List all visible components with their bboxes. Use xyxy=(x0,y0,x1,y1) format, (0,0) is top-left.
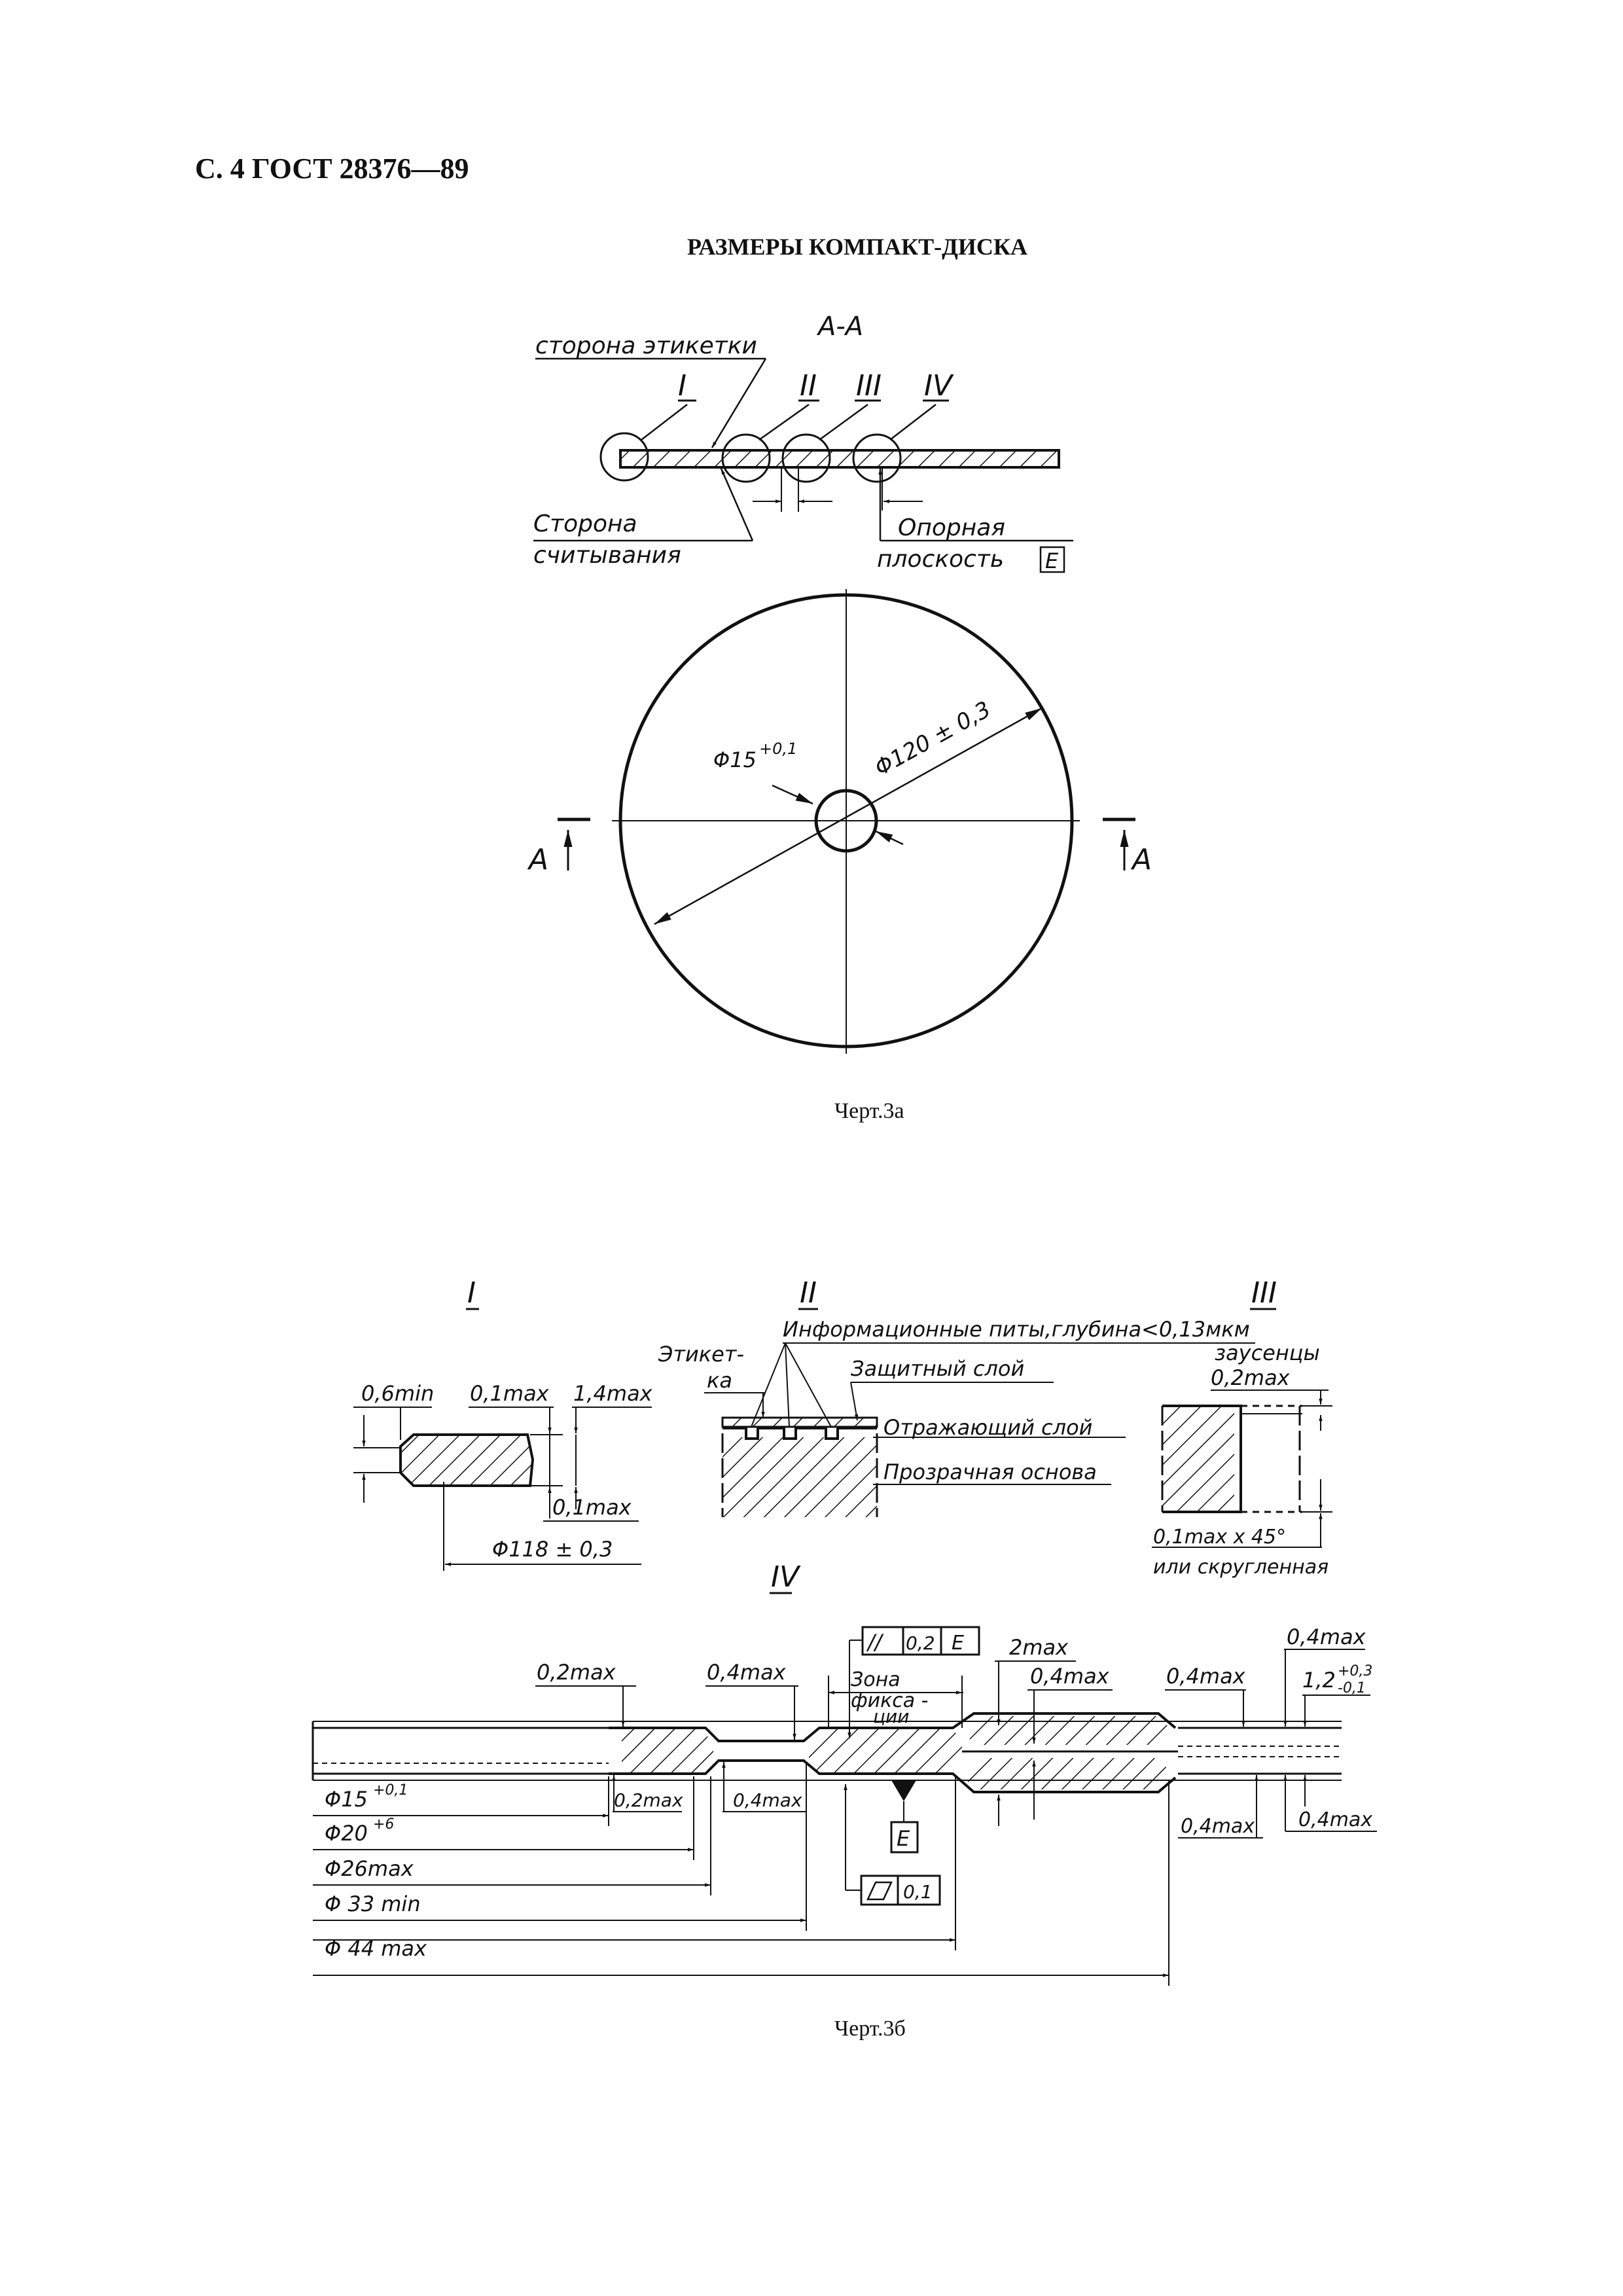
dim-phi26: Φ26max xyxy=(325,1856,414,1881)
read-side-text-2: считывания xyxy=(533,542,681,569)
ref-plane-text-2: плоскость xyxy=(877,546,1004,573)
detail-mark-iii: III xyxy=(856,369,882,403)
hub-profile-upper xyxy=(609,1712,1177,1742)
detail-circle-ii xyxy=(721,433,771,483)
parallel-datum: E xyxy=(952,1632,964,1655)
detail-iii-rounded-text: или скругленная xyxy=(1153,1556,1329,1579)
caption-fig3a: Черт.3а xyxy=(834,1099,904,1123)
detail-circle-iv xyxy=(852,433,902,483)
dim-hole-tol: +0,1 xyxy=(759,740,797,758)
detail-i-mark: I xyxy=(467,1276,476,1310)
label-side-text: сторона этикетки xyxy=(535,332,757,359)
dim-1-2: 1,2 xyxy=(1302,1668,1336,1693)
dim-phi20-tol: +6 xyxy=(373,1816,394,1833)
detail-ii-pits-text: Информационные питы,глубина<0,13мкм xyxy=(783,1317,1250,1342)
detail-iv: IV // 0,2 E Зона фикса - ции 2max xyxy=(312,1560,1377,1986)
section-view-a-a: А-А I II III IV ст xyxy=(533,312,1073,573)
detail-ii-mark: II xyxy=(800,1276,817,1310)
parallel-symbol: // xyxy=(866,1630,884,1655)
flatness-tolerance: 0,1 xyxy=(903,1881,933,1903)
hub-hatch-2 xyxy=(809,1729,962,1772)
detail-circle-iii xyxy=(781,433,831,483)
detail-i-dim-1-4max: 1,4max xyxy=(573,1381,653,1406)
dim-phi15: Φ15 xyxy=(325,1787,368,1812)
detail-ii-pit-surface xyxy=(722,1427,877,1440)
datum-e-text: E xyxy=(1045,548,1059,573)
section-mark-right: А xyxy=(1130,843,1152,876)
dim-0-4max-top-right: 0,4max xyxy=(1287,1624,1366,1649)
detail-mark-i: I xyxy=(678,369,687,403)
dim-hole-diameter: Φ15 xyxy=(713,747,757,772)
dim-0-2max-bottom: 0,2max xyxy=(614,1789,683,1811)
page-title: РАЗМЕРЫ КОМПАКТ-ДИСКА xyxy=(687,234,1027,260)
page-reference: С. 4 ГОСТ 28376—89 xyxy=(195,152,469,185)
detail-ii-label-text-1: Этикет- xyxy=(658,1342,744,1367)
zone-text-3: ции xyxy=(873,1706,909,1727)
dim-phi44: Φ 44 max xyxy=(325,1936,427,1961)
hub-hatch-1 xyxy=(622,1729,713,1772)
datum-box-iv xyxy=(890,1821,919,1854)
dim-0-4max-top-b: 0,4max xyxy=(1030,1664,1110,1689)
detail-mark-iv: IV xyxy=(924,369,954,403)
datum-box-e xyxy=(1039,546,1065,573)
ref-plane-text-1: Опорная xyxy=(898,514,1005,541)
detail-ii-protective-layer xyxy=(721,1416,878,1428)
detail-iii-dim-chamfer: 0,1max x 45° xyxy=(1153,1526,1286,1549)
caption-fig3b: Черт.3б xyxy=(834,2017,906,2041)
detail-i-dim-0-1max-top: 0,1max xyxy=(470,1381,550,1406)
detail-iii-dim-0-2max: 0,2max xyxy=(1211,1365,1291,1390)
dim-0-4max-bottom-b: 0,4max xyxy=(1181,1815,1255,1838)
read-side-text-1: Сторона xyxy=(533,511,637,537)
dim-0-4max-bottom-a: 0,4max xyxy=(733,1789,802,1811)
hub-hatch-4 xyxy=(962,1758,1173,1789)
detail-ii-label-text-2: ка xyxy=(707,1368,732,1393)
dim-1-2-tol-up: +0,3 xyxy=(1338,1663,1372,1679)
zone-text-1: Зона xyxy=(851,1668,901,1691)
section-title: А-А xyxy=(816,312,863,342)
detail-ii-base-text: Прозрачная основа xyxy=(883,1460,1097,1484)
detail-iii-body xyxy=(1162,1406,1234,1512)
detail-iv-mark: IV xyxy=(771,1560,801,1594)
hub-hatch-3 xyxy=(962,1716,1173,1745)
section-mark-left: А xyxy=(527,843,548,876)
dim-1-2-tol-down: -0,1 xyxy=(1338,1680,1366,1696)
detail-ii-reflect-text: Отражающий слой xyxy=(883,1415,1092,1440)
dim-phi20: Φ20 xyxy=(325,1821,368,1846)
parallel-tolerance: 0,2 xyxy=(906,1632,935,1654)
datum-iv-text: E xyxy=(897,1826,910,1851)
disc-profile xyxy=(619,449,1060,469)
dim-0-4max-top-a: 0,4max xyxy=(707,1660,787,1685)
detail-i-dim-0-1max-bottom: 0,1max xyxy=(552,1495,632,1520)
detail-i-dim-phi118: Φ118 ± 0,3 xyxy=(492,1537,613,1562)
detail-ii: II Информационные питы,глубина<0,13мкм Э… xyxy=(658,1276,1255,1517)
detail-iii-mark: III xyxy=(1251,1276,1277,1310)
dim-phi33: Φ 33 min xyxy=(325,1892,421,1916)
hub-profile-lower xyxy=(609,1759,1177,1793)
detail-marks: I II III IV xyxy=(678,369,954,403)
flatness-symbol xyxy=(866,1881,893,1901)
detail-i-dim-0-6min: 0,6min xyxy=(361,1381,434,1406)
detail-ii-base xyxy=(722,1437,877,1517)
dim-0-4max-bottom-c: 0,4max xyxy=(1298,1808,1372,1831)
datum-triangle xyxy=(891,1780,916,1801)
dim-0-4max-top-c: 0,4max xyxy=(1166,1664,1246,1689)
dim-0-2max-top: 0,2max xyxy=(537,1660,616,1685)
dim-2max: 2max xyxy=(1009,1635,1069,1660)
disc-plan-view: А А Φ120 ± 0,3 Φ15 +0,1 xyxy=(527,589,1152,1054)
detail-circle-i xyxy=(599,432,649,482)
detail-i: I 0,6min 0,1max 1,4max 0,1max xyxy=(353,1276,653,1571)
detail-i-profile xyxy=(399,1433,535,1487)
detail-mark-ii: II xyxy=(800,369,817,403)
detail-iii: III заусенцы 0,2max 0,1max x 45° или скр… xyxy=(1152,1276,1332,1579)
detail-ii-protect-text: Защитный слой xyxy=(851,1356,1024,1381)
detail-iii-burrs-text: заусенцы xyxy=(1215,1340,1320,1365)
dim-phi15-tol: +0,1 xyxy=(373,1782,408,1799)
